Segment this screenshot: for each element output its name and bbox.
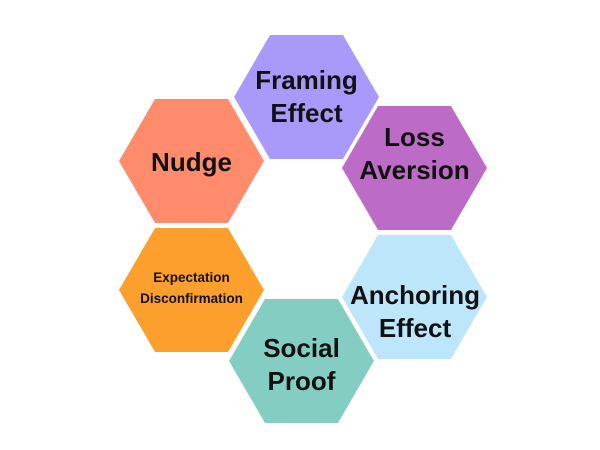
hex-nudge bbox=[119, 99, 264, 223]
hex-expectation-disconfirmation bbox=[119, 228, 264, 352]
hex-social-proof bbox=[229, 299, 374, 423]
hex-anchoring-effect bbox=[342, 235, 487, 359]
hex-framing-effect bbox=[234, 35, 379, 159]
hex-loss-aversion bbox=[342, 106, 487, 230]
